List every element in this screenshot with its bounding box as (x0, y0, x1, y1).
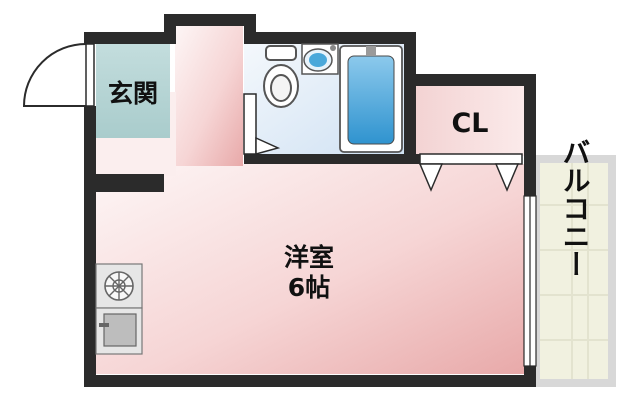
balcony (532, 155, 616, 387)
bathtub (339, 45, 403, 153)
entrance-door (22, 43, 96, 107)
closet-doors (418, 153, 523, 192)
toilet (263, 45, 299, 108)
balcony-sliding-window (523, 195, 537, 367)
stove (95, 263, 143, 309)
washbasin (301, 43, 339, 75)
closet-label: CL (451, 108, 488, 139)
kitchen-sink (95, 307, 143, 355)
bath-door (243, 93, 281, 155)
entrance-label: 玄関 (108, 79, 158, 108)
western-room-name: 洋室 (284, 243, 334, 272)
closet (416, 86, 524, 156)
entrance-floor (96, 44, 170, 138)
balcony-label: バルコニー (559, 138, 592, 278)
western-room-size: 6帖 (288, 273, 330, 302)
western-room (96, 26, 526, 374)
